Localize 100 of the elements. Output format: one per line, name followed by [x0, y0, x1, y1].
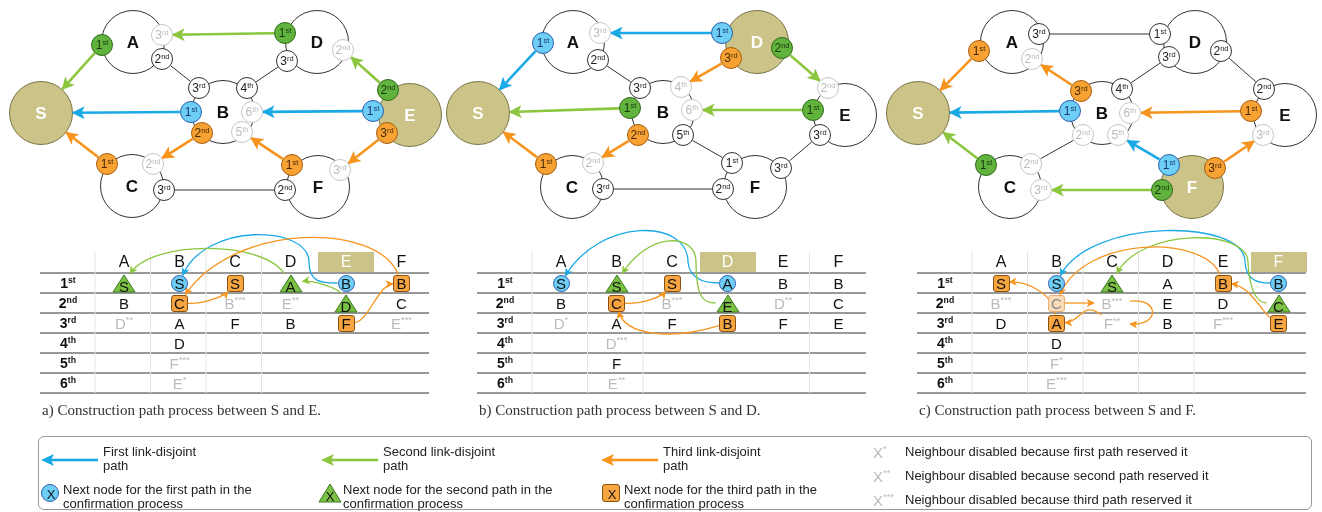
cell-text: D [174, 335, 185, 351]
cell-text: B [1162, 315, 1173, 331]
row-header: 5$^{th}$ [60, 356, 76, 370]
cell-text: F [611, 355, 622, 371]
disabled-cell-text: F$^{***}$ [1213, 315, 1233, 331]
node-letter: E [404, 106, 416, 124]
cell-text: B [833, 275, 844, 291]
path-arrow [61, 52, 96, 91]
next-node-circle: A [719, 274, 736, 292]
path-arrow [171, 28, 275, 42]
marker-letter: X [607, 487, 617, 501]
column-header: B [174, 254, 185, 270]
port-circle: 3$^{rd}$ [1028, 23, 1050, 45]
network-node [1149, 10, 1232, 74]
port-circle: 3$^{rd}$ [1158, 46, 1180, 68]
column-header: A [995, 254, 1007, 270]
third-path-port: 1$^{st}$ [96, 153, 118, 175]
legend-text: Next node for the first path in the confirmation process [63, 483, 253, 511]
link-line [606, 65, 632, 83]
column-header: E [777, 254, 789, 270]
port-circle: 1$^{st}$ [1149, 23, 1171, 45]
cell-text: D [1217, 295, 1229, 311]
next-node-square: E [1270, 314, 1287, 332]
disabled-symbol-sample: X$^{***}$ [873, 492, 894, 508]
next-node-circle: B [1270, 274, 1287, 292]
next-node-square: C [608, 294, 625, 312]
first-path-port: 1$^{st}$ [532, 32, 554, 54]
first-path-port: 1$^{st}$ [711, 22, 733, 44]
legend-text: First link-disjoint path [103, 445, 198, 473]
row-header: 2$^{nd}$ [58, 296, 78, 310]
network-node [968, 10, 1050, 74]
next-node-square: A [1048, 314, 1065, 332]
path-arrow [621, 240, 717, 304]
network-node [532, 10, 611, 74]
node-letter: A [1005, 33, 1019, 51]
node-letter: D [750, 33, 764, 51]
column-header: D [284, 254, 297, 270]
network-node [712, 152, 792, 219]
first-path-port: 1$^{st}$ [180, 101, 202, 123]
next-node-triangle: S [112, 273, 136, 293]
link-line [174, 189, 275, 191]
path-arrow [301, 276, 342, 295]
path-arrow [350, 56, 381, 84]
path-arrow [1064, 299, 1095, 307]
legend-text: Neighbour disabled because third path reserved it [905, 493, 1192, 507]
link-line [170, 65, 191, 82]
column-header: A [118, 254, 130, 270]
port-circle: 3$^{rd}$ [809, 124, 831, 146]
marker-letter: X [46, 487, 56, 501]
marker-letter: X [325, 489, 335, 503]
third-path-port: 1$^{st}$ [535, 153, 557, 175]
disabled-cell-text: F$^{**}$ [1094, 315, 1130, 331]
cell-text: B [778, 275, 788, 291]
node-letter: B [656, 103, 670, 121]
network-node [619, 76, 703, 146]
path-arrow [1064, 309, 1103, 326]
path-arrow [564, 230, 720, 284]
next-node-triangle: S [604, 273, 629, 293]
next-node-square: B [393, 274, 410, 292]
third-path-port: 1$^{st}$ [1240, 100, 1262, 122]
column-header: C [1106, 254, 1118, 270]
node-letter: E [839, 106, 851, 124]
path-arrow [129, 247, 285, 275]
path-arrow [1230, 281, 1271, 318]
node-letter: C [565, 178, 579, 196]
path-arrow [609, 26, 711, 40]
column-header: F [833, 254, 844, 270]
disabled-cell-text: F$^{*}$ [1050, 355, 1063, 371]
cell-text: B [119, 295, 129, 311]
port-circle: 2$^{nd}$ [712, 178, 734, 200]
cell-text: B [556, 295, 566, 311]
legend-text: Next node for the second path in the confirmation process [343, 483, 553, 511]
next-node-square: B [1214, 274, 1232, 292]
cell-text: A [174, 315, 185, 331]
next-node-circle: S [1048, 274, 1065, 292]
column-header: C [666, 254, 678, 270]
cell-text: F [667, 315, 677, 331]
path-arrow [65, 131, 100, 159]
port-circle: 2$^{nd}$ [1210, 40, 1232, 62]
port-circle: 3$^{rd}$ [276, 50, 298, 72]
node-letter: C [1003, 178, 1017, 196]
second-path-port: 1$^{st}$ [619, 97, 641, 119]
legend-text: Third link-disjoint path [663, 445, 762, 473]
second-path-port: 2$^{nd}$ [377, 79, 399, 101]
row-header: 6$^{th}$ [937, 376, 953, 390]
row-header: 6$^{th}$ [60, 376, 76, 390]
column-header: B [1051, 254, 1062, 270]
network-node [975, 153, 1052, 219]
node-letter: F [312, 178, 324, 196]
disabled-cell-text: B$^{***}$ [1094, 295, 1130, 311]
legend-text: Second link-disjoint path [383, 445, 496, 473]
disabled-cell-text: E$^{*}$ [172, 375, 187, 391]
panel-caption: c) Construction path process between S and F. [919, 402, 1197, 418]
row-header: 6$^{th}$ [497, 376, 513, 390]
network-node [274, 154, 351, 219]
path-arrow [1223, 140, 1255, 163]
path-arrow [261, 105, 362, 119]
cell-text: A [1162, 275, 1173, 291]
path-arrow [353, 281, 394, 324]
cell-text: A [611, 315, 622, 331]
